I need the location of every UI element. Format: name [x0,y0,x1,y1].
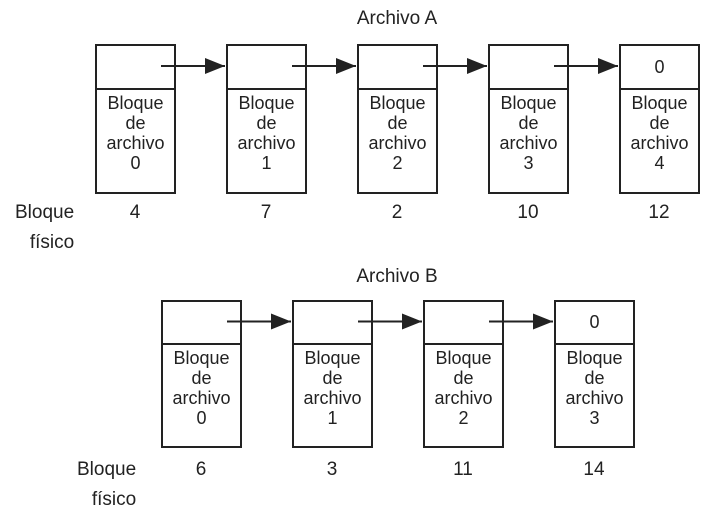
physical-block-number: 12 [648,202,670,223]
block-text: de [322,368,343,388]
pointer-cell [163,302,240,345]
block-text: 2 [392,153,403,173]
pointer-cell [294,302,371,345]
block-text: 1 [261,153,272,173]
pointer-cell [490,46,567,90]
physical-block-number: 3 [326,459,338,480]
block-text: Bloque [369,93,426,113]
pointer-cell: 0 [556,302,633,345]
block-text: 4 [654,153,665,173]
block-text: Bloque [566,348,623,368]
block-text: de [125,113,146,133]
block-text: Bloque [435,348,492,368]
pointer-cell [359,46,436,90]
pointer-cell: 0 [621,46,698,90]
block-text: 2 [458,408,469,428]
block-text: de [256,113,277,133]
physical-block-number: 10 [517,202,539,223]
block-text: de [584,368,605,388]
pointer-cell [228,46,305,90]
block-text: archivo [565,388,624,408]
pointer-arrows [161,58,618,330]
block-text: 1 [327,408,338,428]
pointer-cell [97,46,174,90]
block-text: 0 [130,153,141,173]
file-title: Archivo A [356,8,438,29]
block-text: archivo [499,133,558,153]
block-text: Bloque [631,93,688,113]
file-title: Archivo B [356,266,438,287]
label-line: Bloque [15,202,75,223]
physical-block-label: Bloque físico [15,198,74,258]
physical-block-number: 6 [195,459,207,480]
label-line: Bloque [77,459,137,480]
block-text: de [453,368,474,388]
block-text: archivo [368,133,427,153]
block-text: Bloque [500,93,557,113]
pointer-cell [425,302,502,345]
block-text: 3 [589,408,600,428]
label-line: físico [29,232,75,253]
block-text: archivo [303,388,362,408]
physical-block-number: 14 [583,459,605,480]
physical-block-number: 2 [391,202,403,223]
block-text: 3 [523,153,534,173]
block-text: de [387,113,408,133]
block-text: archivo [172,388,231,408]
block-text: de [518,113,539,133]
block-text: 0 [196,408,207,428]
physical-block-number: 4 [129,202,141,223]
block-text: Bloque [173,348,230,368]
block-text: Bloque [107,93,164,113]
physical-block-number: 7 [260,202,272,223]
block-text: Bloque [304,348,361,368]
block-text: archivo [106,133,165,153]
block-text: archivo [237,133,296,153]
physical-block-number: 11 [453,459,473,480]
block-text: de [191,368,212,388]
block-text: archivo [630,133,689,153]
block-text: de [649,113,670,133]
block-text: archivo [434,388,493,408]
block-text: Bloque [238,93,295,113]
